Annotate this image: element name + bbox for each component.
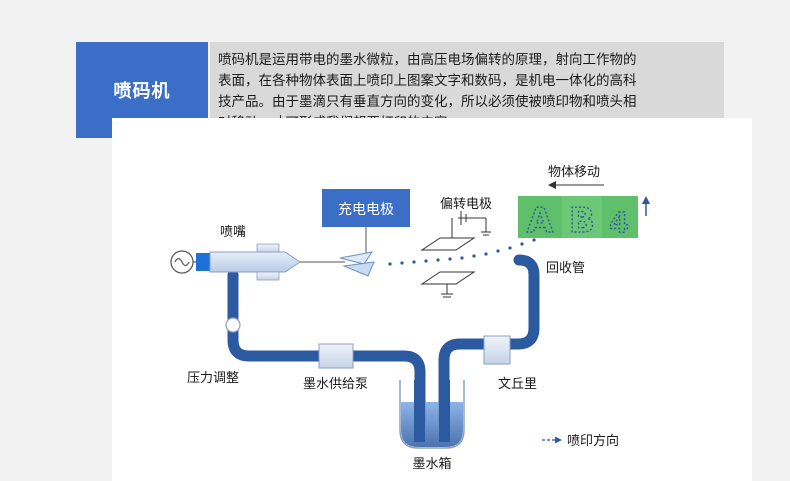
printed-panel bbox=[602, 196, 638, 238]
description-line: 技产品。由于墨滴只有垂直方向的变化，所以必须使被喷印物和喷头相 bbox=[218, 94, 637, 110]
description-line: 表面，在各种物体表面上喷印上图案文字和数码，是机电一体化的高科 bbox=[218, 73, 637, 89]
printed-object: A B 4 bbox=[518, 196, 650, 242]
nozzle-assembly bbox=[196, 243, 345, 281]
printed-panel bbox=[518, 196, 562, 238]
return-pipe bbox=[438, 254, 540, 426]
deflection-electrodes bbox=[420, 211, 491, 298]
charge-electrode-label: 充电电极 bbox=[338, 202, 394, 218]
pressure-regulator-icon bbox=[225, 317, 241, 333]
printed-char: A bbox=[527, 201, 554, 241]
printed-panel bbox=[562, 196, 602, 238]
page-title-text: 喷码机 bbox=[113, 81, 171, 102]
signal-generator-icon bbox=[170, 250, 200, 274]
printed-char: B bbox=[569, 201, 595, 241]
ink-pump-icon bbox=[318, 343, 354, 369]
recovery-tube-label: 回收管 bbox=[546, 261, 585, 276]
object-movement-arrow bbox=[548, 181, 604, 189]
ink-pump-label: 墨水供给泵 bbox=[303, 377, 368, 392]
print-direction-icon bbox=[542, 436, 562, 444]
charge-electrode bbox=[322, 189, 410, 277]
deflection-electrode-label: 偏转电极 bbox=[440, 197, 492, 212]
venturi-label: 文丘里 bbox=[498, 377, 537, 392]
printed-char: 4 bbox=[609, 206, 628, 239]
description-line: 喷码机是运用带电的墨水微粒，由高压电场偏转的原理，射向工作物的 bbox=[218, 52, 637, 68]
ink-tank-label: 墨水箱 bbox=[412, 456, 451, 472]
nozzle-label: 喷嘴 bbox=[220, 225, 246, 240]
pressure-regulator-label: 压力调整 bbox=[187, 371, 239, 386]
print-direction-label: 喷印方向 bbox=[567, 433, 619, 449]
object-movement-label: 物体移动 bbox=[548, 165, 600, 180]
venturi-icon bbox=[483, 335, 511, 365]
ink-tank bbox=[399, 380, 465, 449]
